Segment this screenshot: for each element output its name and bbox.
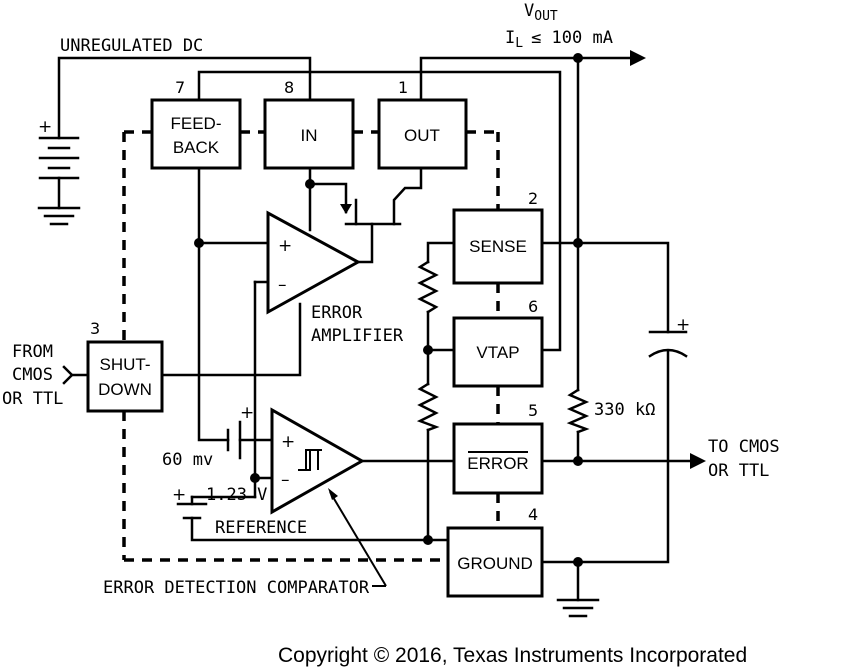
reference-plus-sign: + [172,485,186,505]
to-cmos-label-2: OR TTL [708,461,769,481]
pin-number: 6 [528,297,538,316]
svg-text:VTAP: VTAP [476,343,519,362]
copyright-notice: Copyright © 2016, Texas Instruments Inco… [278,644,747,667]
comparator-pointer-icon [329,491,387,587]
svg-text:BACK: BACK [173,138,220,157]
comparator-pointer-arrow-icon [328,488,338,500]
divider-resistor-bottom [416,382,440,432]
pin-out: OUT 1 [377,78,468,170]
transistor-emitter-arrow-icon [340,204,352,214]
pin-feedback: FEED- BACK 7 [150,78,242,170]
vout-arrow-icon [630,50,646,66]
divider-resistor-top [417,260,439,314]
svg-text:GROUND: GROUND [457,554,533,573]
pin-number: 7 [175,78,185,97]
pullup-resistor-330k [566,388,590,434]
resistor-value-label: 330 kΩ [594,400,655,420]
battery-plus-sign: + [38,117,52,137]
vout-label: VOUT [524,1,558,24]
output-capacitor [648,330,688,358]
error-output-arrow-icon [690,453,706,469]
reference-label: REFERENCE [215,518,307,538]
reference-voltage-label: 1.23 V [206,485,267,505]
ground-icon [556,598,600,618]
amp-plus-sign: + [278,236,292,256]
svg-text:DOWN: DOWN [98,380,152,399]
comp-plus-sign: + [281,432,295,452]
error-detection-comparator: + – [270,407,366,515]
svg-text:FEED-: FEED- [171,114,222,133]
ic-boundary [122,130,500,562]
comparator-label: ERROR DETECTION COMPARATOR [103,578,370,598]
svg-text:SENSE: SENSE [469,237,527,256]
input-chevron-icon [62,365,74,385]
capacitor-plus-sign: + [676,315,690,335]
pin-error: ERROR 5 [452,401,544,495]
from-cmos-label-1: FROM [12,342,53,362]
svg-text:SHUT-: SHUT- [100,355,151,374]
pin-in: IN 8 [263,78,355,170]
pin-number: 1 [398,78,408,97]
pin-number: 2 [528,189,538,208]
load-current-label: IL≤ 100 mA [505,28,613,51]
amp-minus-sign: – [278,275,287,295]
pin-vtap: VTAP 6 [452,297,544,388]
from-cmos-label-3: OR TTL [2,389,63,409]
svg-text:IN: IN [301,126,318,145]
to-cmos-label-1: TO CMOS [708,437,780,457]
pin-ground: GROUND 4 [446,505,544,598]
pin-number: 5 [528,401,538,420]
error-amplifier: + – [266,210,362,315]
junction-dots [194,53,583,567]
svg-text:ERROR: ERROR [467,454,528,473]
battery-icon [37,136,81,226]
reference-voltage-source [176,502,208,520]
offset-voltage-label: 60 mv [162,450,213,470]
pin-sense: SENSE 2 [452,189,544,285]
error-amplifier-label-2: AMPLIFIER [311,326,404,346]
error-amplifier-label-1: ERROR [311,303,363,323]
pin-shutdown: SHUT- DOWN 3 [86,319,164,413]
unregulated-dc-label: UNREGULATED DC [60,36,203,56]
comp-minus-sign: – [281,470,290,490]
pin-number: 3 [90,319,100,338]
offset-voltage-source [226,420,242,460]
from-cmos-label-2: CMOS [12,365,53,385]
svg-text:OUT: OUT [404,126,440,145]
pin-number: 4 [528,505,538,524]
pin-number: 8 [284,78,294,97]
offset-plus-sign: + [240,403,254,423]
